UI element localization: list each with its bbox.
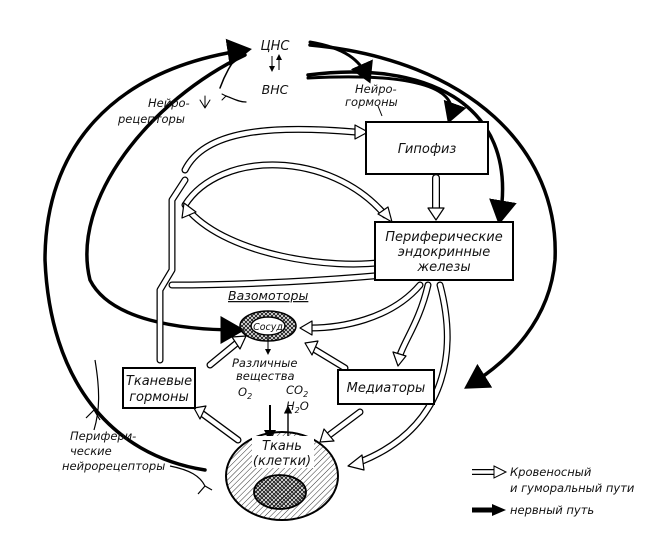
- humoral-paths: [156, 124, 451, 471]
- legend-neural-label: нервный путь: [510, 503, 594, 517]
- exchange-arrows: [264, 335, 293, 442]
- mediators-label: Медиаторы: [347, 381, 426, 396]
- glands-label-3: железы: [416, 260, 470, 275]
- vessel: Сосуд: [239, 310, 297, 342]
- peripheral-receptors-label-3: нейрорецепторы: [62, 459, 165, 473]
- neural-path-left-loop: [43, 38, 252, 472]
- pituitary-label: Гипофиз: [398, 142, 457, 157]
- vessel-label: Сосуд: [253, 322, 283, 333]
- legend-neural: нервный путь: [472, 503, 594, 517]
- neural-path-to-glands: [306, 70, 517, 225]
- neural-path-ans-pituitary: [306, 75, 467, 124]
- substances-label-2: вещества: [236, 369, 295, 383]
- co2-label: CO2: [286, 383, 308, 399]
- o2-label: O2: [238, 385, 252, 401]
- neurohormones-label-1: Нейро-: [355, 82, 397, 96]
- neuroreceptors-label-2: рецепторы: [117, 112, 185, 126]
- legend-humoral-label-1: Кровеносный: [510, 465, 592, 479]
- tissue-hormones-label-2: гормоны: [129, 390, 189, 405]
- legend-humoral-label-2: и гуморальный пути: [510, 481, 635, 495]
- h2o-label: H2O: [286, 399, 309, 415]
- peripheral-receptors-label-1: Перифери-: [70, 429, 136, 443]
- mediators-box: Медиаторы: [337, 369, 435, 405]
- legend: Кровеносный и гуморальный пути нервный п…: [472, 465, 635, 517]
- ans-label: ВНС: [262, 82, 289, 97]
- vasomotors-label: Вазомоторы: [228, 288, 308, 303]
- tissue-label-2: (клетки): [253, 454, 311, 469]
- cns-label: ЦНС: [261, 39, 291, 54]
- cns-ans-link: [269, 54, 282, 72]
- neural-path-to-vasomotors: [85, 53, 247, 344]
- neuroreceptors-label-1: Нейро-: [148, 96, 190, 110]
- peripheral-glands-box: Периферические эндокринные железы: [374, 221, 514, 281]
- tissue-hormones-box: Тканевые гормоны: [122, 367, 196, 409]
- glands-label-2: эндокринные: [398, 245, 490, 260]
- glands-label-1: Периферические: [385, 230, 502, 245]
- peripheral-receptors-label-2: ческие: [70, 444, 112, 458]
- legend-humoral: Кровеносный и гуморальный пути: [472, 465, 635, 495]
- tissue: Ткань (клетки): [225, 431, 339, 521]
- tissue-label-1: Ткань: [262, 439, 302, 454]
- tissue-hormones-label-1: Тканевые: [126, 374, 192, 389]
- substances-label-1: Различные: [232, 356, 297, 370]
- neurohormones-label-2: гормоны: [345, 95, 398, 109]
- neural-paths: [43, 38, 557, 472]
- pituitary-box: Гипофиз: [365, 121, 489, 175]
- neurohormones-pointer: [377, 105, 383, 117]
- neural-path-right-arc: [308, 43, 557, 389]
- peripheral-fibers: [85, 359, 213, 495]
